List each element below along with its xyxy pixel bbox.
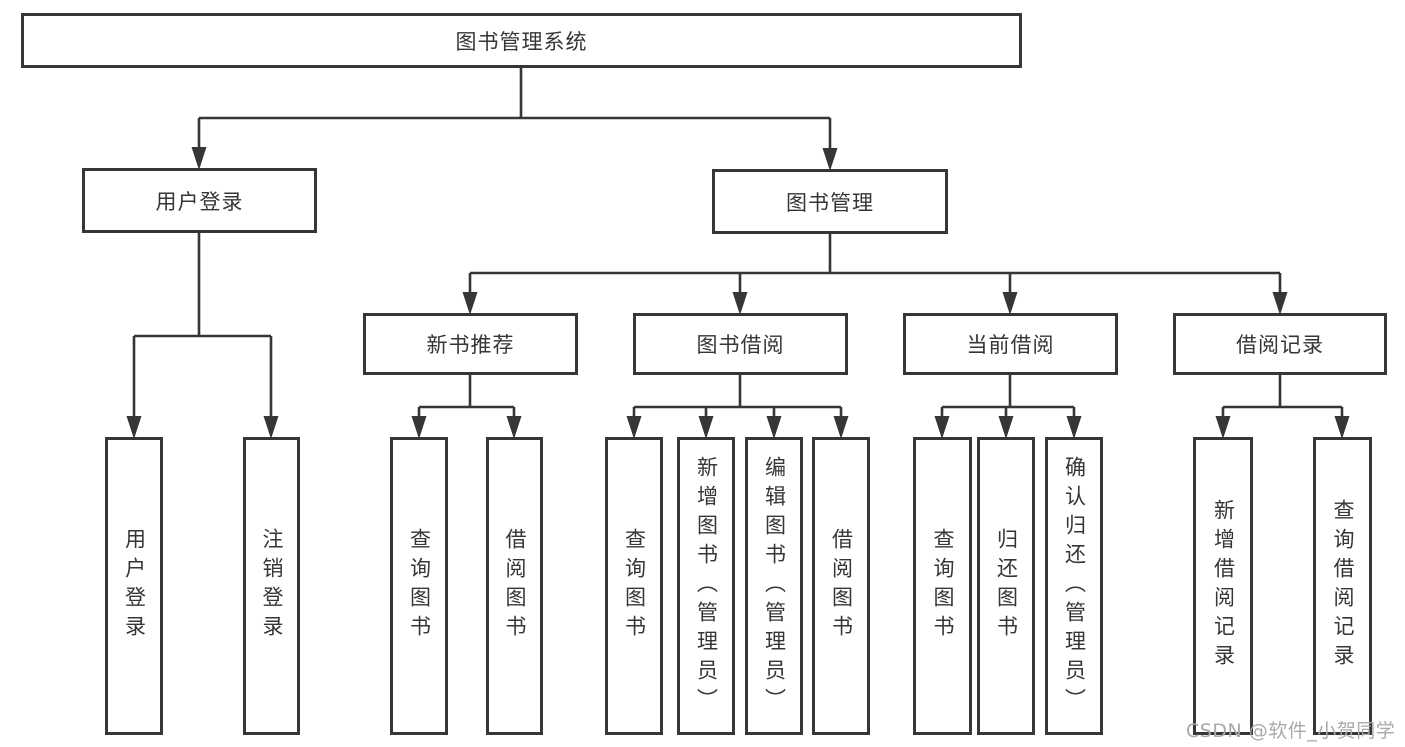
arrowhead-icon — [191, 147, 207, 170]
arrowhead-icon — [833, 416, 849, 439]
leaf-newbook-borrow-books: 借阅图书 — [486, 437, 543, 735]
arrowhead-icon — [998, 416, 1014, 439]
node-user-login: 用户登录 — [82, 168, 317, 233]
node-book-borrow: 图书借阅 — [633, 313, 848, 375]
node-borrow-records: 借阅记录 — [1173, 313, 1387, 375]
connector-new-book — [411, 375, 522, 439]
arrowhead-icon — [1215, 416, 1231, 439]
leaf-records-query-record: 查询借阅记录 — [1313, 437, 1372, 735]
connector-book-management — [462, 234, 1288, 315]
arrowhead-icon — [1334, 416, 1350, 439]
arrowhead-icon — [411, 416, 427, 439]
arrowhead-icon — [126, 416, 142, 439]
leaf-borrow-add-books-admin: 新增图书（管理员） — [677, 437, 735, 735]
leaf-user-login: 用户登录 — [105, 437, 163, 735]
arrowhead-icon — [626, 416, 642, 439]
arrowhead-icon — [822, 148, 838, 171]
watermark: CSDN @软件_小贺同学 — [1186, 720, 1396, 742]
node-root: 图书管理系统 — [21, 13, 1022, 68]
connector-user-login — [126, 233, 279, 439]
arrowhead-icon — [766, 416, 782, 439]
leaf-current-confirm-return-admin: 确认归还（管理员） — [1045, 437, 1103, 735]
arrowhead-icon — [1002, 292, 1018, 315]
connector-root — [191, 68, 838, 171]
leaf-borrow-query-books: 查询图书 — [605, 437, 663, 735]
arrowhead-icon — [1272, 292, 1288, 315]
leaf-borrow-edit-books-admin: 编辑图书（管理员） — [745, 437, 803, 735]
arrowhead-icon — [732, 292, 748, 315]
arrowhead-icon — [506, 416, 522, 439]
leaf-newbook-query-books: 查询图书 — [390, 437, 448, 735]
leaf-logout: 注销登录 — [243, 437, 300, 735]
arrowhead-icon — [698, 416, 714, 439]
connector-current-borrow — [934, 375, 1082, 439]
node-new-book-recommend: 新书推荐 — [363, 313, 578, 375]
arrowhead-icon — [263, 416, 279, 439]
node-book-management: 图书管理 — [712, 169, 948, 234]
node-current-borrow: 当前借阅 — [903, 313, 1118, 375]
arrowhead-icon — [934, 416, 950, 439]
leaf-current-return-books: 归还图书 — [977, 437, 1035, 735]
arrowhead-icon — [1066, 416, 1082, 439]
arrowhead-icon — [462, 292, 478, 315]
connector-book-borrow — [626, 375, 849, 439]
leaf-current-query-books: 查询图书 — [913, 437, 972, 735]
leaf-borrow-borrow-books: 借阅图书 — [812, 437, 870, 735]
connector-borrow-records — [1215, 375, 1350, 439]
leaf-records-add-record: 新增借阅记录 — [1193, 437, 1253, 735]
